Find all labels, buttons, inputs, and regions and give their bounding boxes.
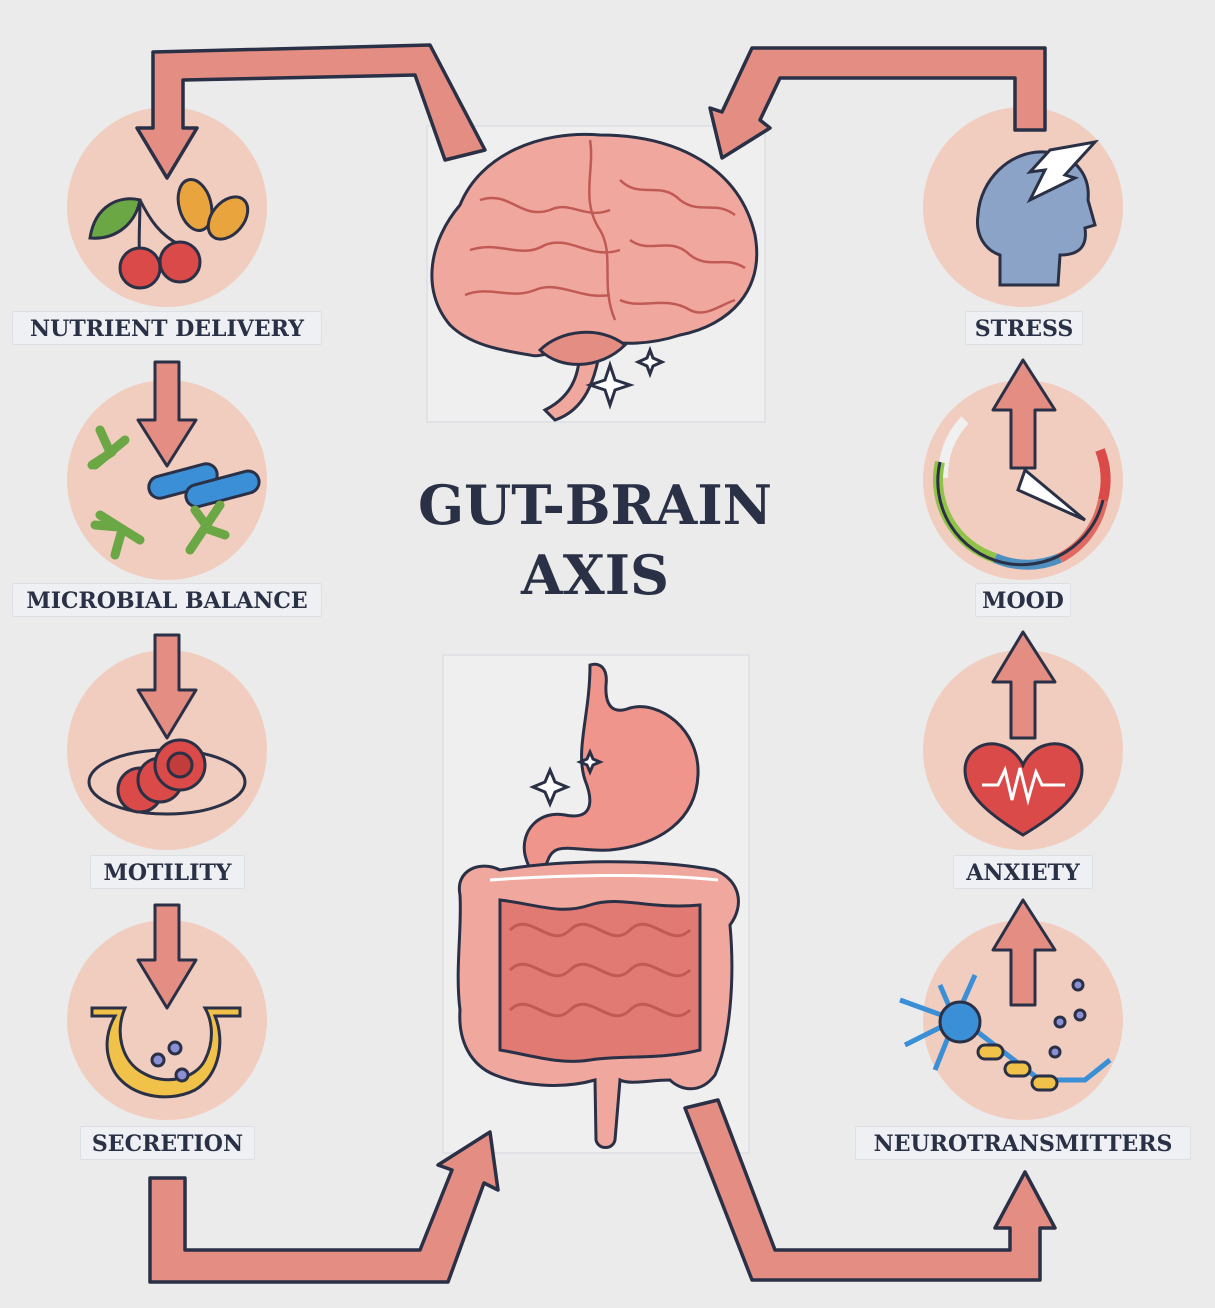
stressed-head-icon [975,139,1100,287]
neurotransmitter-circle [923,920,1123,1120]
up-arrow-1 [991,358,1057,470]
down-arrow-2 [136,633,198,740]
cherries-almonds-icon [88,178,250,290]
down-arrow-1 [136,360,198,468]
label-motility: MOTILITY [90,855,245,889]
label-anxiety: ANXIETY [953,855,1093,889]
diagram-title-line1: GUT-BRAIN [418,473,772,537]
nutrient-circle [67,107,267,307]
gut-cells-icon [87,738,247,816]
label-neurotransmitters: NEUROTRANSMITTERS [855,1126,1191,1160]
label-nutrient-delivery: NUTRIENT DELIVERY [12,311,322,345]
bacteria-icon [87,425,261,560]
stress-to-brain-arrow [708,46,1047,160]
label-stress: STRESS [965,311,1083,345]
up-arrow-2 [991,630,1057,740]
digestive-system-icon [456,662,740,1149]
down-arrow-3 [136,903,198,1010]
label-microbial-balance: MICROBIAL BALANCE [12,583,322,617]
neuron-icon [899,973,1112,1092]
secretion-vesicle-icon [90,1006,242,1099]
mood-gauge-icon [933,416,1111,570]
label-mood: MOOD [975,583,1071,617]
up-arrow-3 [991,898,1057,1007]
anxiety-circle [923,650,1123,850]
gut-to-neurotransmitter-arrow [683,1098,1057,1282]
brain-icon [430,132,759,422]
diagram-title-line2: AXIS [520,543,670,607]
heartbeat-heart-icon [963,742,1084,837]
secretion-to-gut-arrow [148,1130,500,1284]
brain-to-nutrient-arrow [135,43,487,180]
label-secretion: SECRETION [80,1126,255,1160]
